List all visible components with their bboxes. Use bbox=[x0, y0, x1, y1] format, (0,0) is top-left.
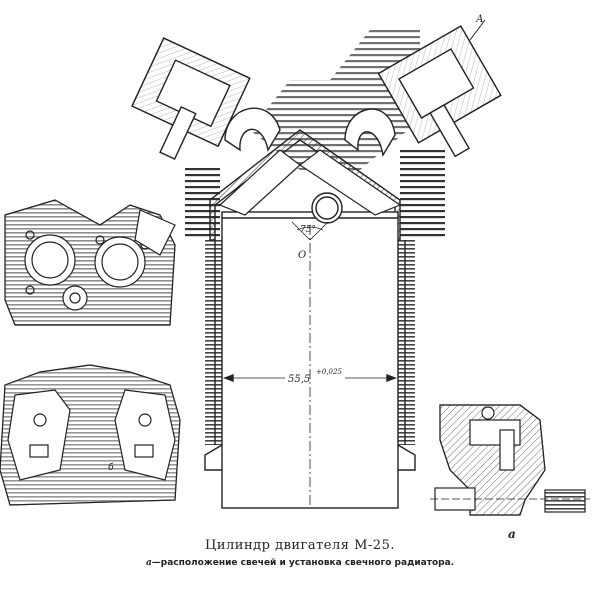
bore-tolerance-label: +0,025 bbox=[316, 368, 342, 376]
view-label: б bbox=[108, 462, 114, 473]
spark-plug-radiator-inset bbox=[430, 404, 590, 516]
inset-label: а bbox=[508, 527, 516, 541]
center-point-label: О bbox=[298, 250, 306, 261]
bore-diameter-label: 55,5 bbox=[288, 374, 310, 385]
cylinder-top-view bbox=[4, 199, 176, 326]
cylinder-side-view bbox=[0, 364, 181, 506]
angle-label: 75° bbox=[300, 225, 316, 235]
subtitle-text: —расположение свечей и установка свечног… bbox=[151, 558, 455, 568]
section-mark-label: А bbox=[475, 14, 484, 25]
subtitle-marker: а bbox=[145, 558, 152, 568]
figure-subtitle: а—расположение свечей и установка свечно… bbox=[0, 558, 600, 568]
figure-title: Цилиндр двигателя М-25. bbox=[205, 538, 395, 553]
cylinder-section bbox=[131, 19, 502, 509]
